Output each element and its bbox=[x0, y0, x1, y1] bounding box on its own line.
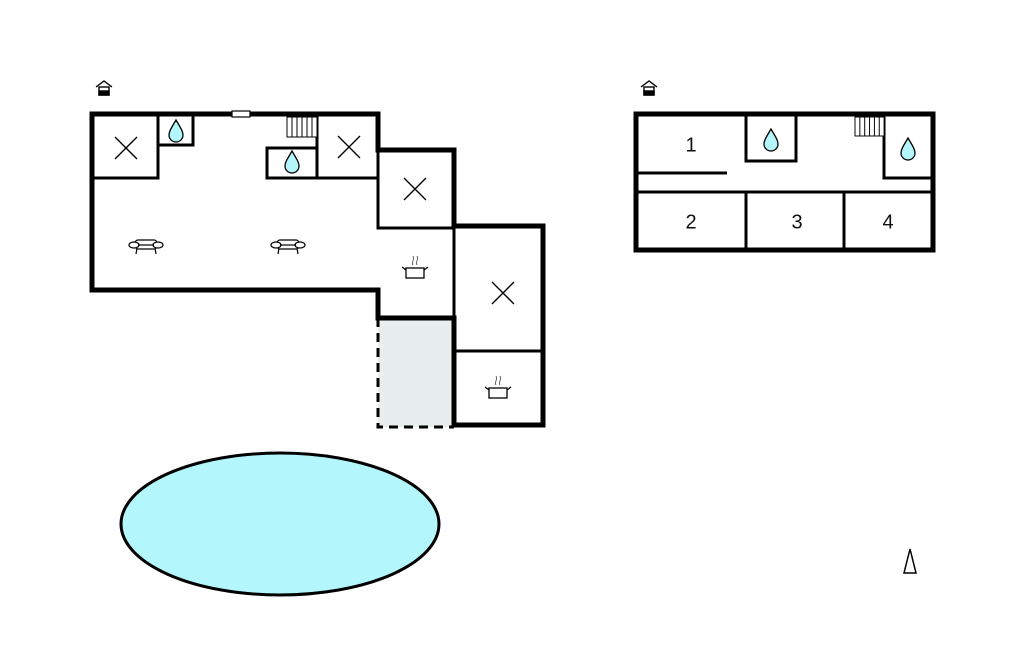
sofa-icon bbox=[270, 239, 306, 255]
pool bbox=[119, 451, 441, 597]
interior-walls bbox=[636, 114, 933, 250]
room-label: 1 bbox=[685, 134, 696, 156]
kitchen-pot-icon bbox=[484, 375, 512, 399]
bed-icon bbox=[491, 281, 515, 305]
room-label: 2 bbox=[685, 211, 696, 233]
bed-icon bbox=[114, 136, 138, 160]
exterior-walls bbox=[89, 111, 546, 428]
exterior-walls bbox=[633, 111, 936, 253]
room-label: 3 bbox=[791, 211, 802, 233]
north-arrow-icon bbox=[903, 548, 917, 574]
bed-icon bbox=[403, 177, 427, 201]
room-label: 4 bbox=[882, 211, 893, 233]
bathroom-drop-icon bbox=[763, 128, 779, 152]
upper-floor-plan: 1 2 3 4 bbox=[633, 80, 936, 253]
kitchen-pot-icon bbox=[401, 255, 429, 279]
bathroom-drop-icon bbox=[900, 137, 916, 161]
sofa-icon bbox=[128, 239, 164, 255]
bathroom-drop-icon bbox=[284, 150, 300, 174]
stairs-icon bbox=[286, 116, 318, 138]
terrace-outline bbox=[376, 318, 454, 429]
stairs-icon bbox=[854, 116, 885, 137]
terrace bbox=[378, 318, 454, 427]
bed-icon bbox=[337, 135, 361, 159]
interior-walls bbox=[92, 114, 543, 353]
house-entrance-icon bbox=[95, 80, 113, 96]
house-entrance-icon bbox=[640, 80, 658, 96]
window bbox=[231, 110, 251, 118]
bathroom-drop-icon bbox=[168, 119, 184, 143]
ground-floor-plan bbox=[89, 80, 546, 429]
